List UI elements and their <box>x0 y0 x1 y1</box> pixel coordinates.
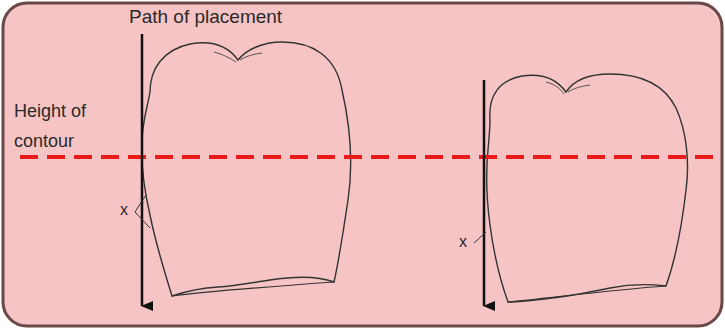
height-label: Height of contour <box>14 96 88 156</box>
undercut-label: x <box>459 233 473 251</box>
background-panel <box>3 3 722 326</box>
cervical-line <box>172 282 334 296</box>
cusp-detail <box>214 52 262 62</box>
undercut-leader <box>474 232 486 243</box>
undercut-label: x <box>120 201 134 219</box>
tooth-outline <box>487 74 688 302</box>
path-arrow <box>483 80 486 306</box>
cervical-line <box>508 286 666 302</box>
height-of-contour-line <box>20 155 716 159</box>
undercut-leader <box>135 195 150 228</box>
path-arrow <box>141 34 144 306</box>
cusp-detail <box>546 82 590 94</box>
tooth-outline <box>142 42 351 296</box>
path-label: Path of placement <box>129 6 349 28</box>
